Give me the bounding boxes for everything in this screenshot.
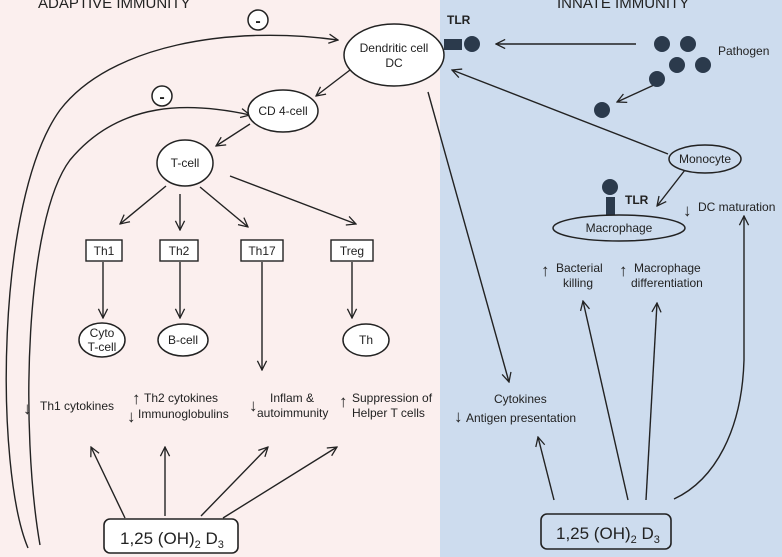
vitd-to-suppression-effect bbox=[222, 447, 337, 519]
dc-maturation-label: DC maturation bbox=[698, 200, 775, 214]
vitd-to-cytokines-innate bbox=[538, 437, 555, 501]
tcell-to-th17-arrow bbox=[199, 186, 248, 227]
vitd-to-inflam-effect bbox=[200, 447, 268, 517]
cyto-tcell-node bbox=[78, 322, 126, 358]
th1-down-arrow: ↓ bbox=[23, 399, 32, 418]
th2-box bbox=[159, 239, 199, 262]
dendritic-label-1: Dendritic cell bbox=[360, 41, 429, 55]
macro-diff-up-arrow: ↑ bbox=[619, 261, 628, 280]
suppression-label-1: Suppression of bbox=[352, 391, 433, 405]
inflam-label-2: autoimmunity bbox=[257, 406, 328, 420]
tcell-label: T-cell bbox=[171, 156, 200, 170]
dc-tlr-receptor bbox=[444, 39, 462, 50]
treg-label: Treg bbox=[340, 244, 364, 258]
macrophage-node bbox=[552, 214, 686, 242]
bcell-node bbox=[157, 323, 209, 357]
th2-cytokines-label: Th2 cytokines bbox=[144, 391, 218, 405]
immunoglobulins-label: Immunoglobulins bbox=[138, 407, 229, 421]
ig-down-arrow: ↓ bbox=[127, 407, 136, 426]
th-label: Th bbox=[359, 333, 373, 347]
tcell-to-th1-arrow bbox=[120, 185, 167, 224]
inhibit-dc: - bbox=[247, 9, 269, 31]
cd4-to-tcell-arrow bbox=[216, 123, 251, 146]
dendritic-cell-node bbox=[343, 23, 445, 87]
tcell-node bbox=[156, 139, 214, 187]
mac-tlr-label: TLR bbox=[625, 193, 649, 207]
dc-maturation-down-arrow: ↓ bbox=[683, 201, 692, 220]
macro-diff-label-2: differentiation bbox=[631, 276, 703, 290]
inflam-label-1: Inflam & bbox=[270, 391, 314, 405]
svg-text:-: - bbox=[255, 13, 260, 30]
svg-text:-: - bbox=[159, 89, 164, 106]
macrophage-label: Macrophage bbox=[586, 221, 653, 235]
vitd-to-bacterial-killing bbox=[583, 301, 629, 501]
th17-box bbox=[240, 239, 284, 262]
vitd-label-innate: 1,25 (OH)2 D3 bbox=[556, 524, 660, 546]
th-node bbox=[342, 323, 390, 357]
pathogen-label: Pathogen bbox=[718, 44, 769, 58]
monocyte-node bbox=[668, 144, 742, 174]
th1-label: Th1 bbox=[94, 244, 115, 258]
dendritic-label-2: DC bbox=[385, 56, 403, 70]
dc-tlr-pathogen-dot bbox=[464, 36, 480, 52]
th2-up-arrow: ↑ bbox=[132, 389, 141, 408]
vitd-label-adaptive: 1,25 (OH)2 D3 bbox=[120, 529, 224, 551]
bcell-label: B-cell bbox=[168, 333, 198, 347]
bacterial-label-1: Bacterial bbox=[556, 261, 603, 275]
dc-tlr-label: TLR bbox=[447, 13, 471, 27]
suppression-up-arrow: ↑ bbox=[339, 392, 348, 411]
tcell-to-treg-arrow bbox=[229, 175, 356, 224]
bacterial-up-arrow: ↑ bbox=[541, 261, 550, 280]
mac-tlr-pathogen-dot bbox=[602, 179, 618, 195]
treg-box bbox=[330, 239, 374, 262]
vitd-box-innate bbox=[540, 513, 672, 550]
th17-label: Th17 bbox=[248, 244, 276, 258]
cd4-label: CD 4-cell bbox=[258, 104, 307, 118]
monocyte-label: Monocyte bbox=[679, 152, 731, 166]
monocyte-to-dc-arrow bbox=[452, 70, 669, 155]
cytokines-down-arrow: ↓ bbox=[454, 407, 463, 426]
adaptive-panel bbox=[0, 0, 440, 557]
cyto-label-2: T-cell bbox=[88, 340, 117, 354]
dc-to-cytokines-arrow bbox=[427, 91, 509, 382]
cyto-label-1: Cyto bbox=[90, 326, 115, 340]
connectors bbox=[5, 35, 744, 549]
vitd-to-macro-diff bbox=[645, 303, 657, 501]
inhibit-cd4: - bbox=[151, 85, 173, 107]
th2-label: Th2 bbox=[169, 244, 190, 258]
cytokines-label: Cytokines bbox=[494, 392, 547, 406]
vitd-to-cd4-curve bbox=[28, 106, 250, 546]
pathogen-descend-arrow bbox=[617, 84, 655, 102]
suppression-label-2: Helper T cells bbox=[352, 406, 425, 420]
vitd-box-adaptive bbox=[103, 518, 239, 554]
macro-diff-label-1: Macrophage bbox=[634, 261, 701, 275]
vitd-to-th1-effect bbox=[91, 447, 126, 519]
innate-panel bbox=[440, 0, 782, 557]
th1-box bbox=[85, 239, 123, 262]
vitd-to-dc-maturation bbox=[673, 216, 744, 500]
mac-tlr-receptor bbox=[606, 197, 615, 215]
cd4-cell-node bbox=[247, 89, 319, 133]
innate-title: INNATE IMMUNITY bbox=[557, 0, 689, 12]
monocyte-to-macrophage-arrow bbox=[657, 169, 686, 206]
dc-to-cd4-arrow bbox=[316, 69, 351, 96]
antigen-label: Antigen presentation bbox=[466, 411, 576, 425]
vitd-to-dc-curve bbox=[5, 35, 338, 549]
adaptive-title: ADAPTIVE IMMUNITY bbox=[38, 0, 191, 12]
inflam-down-arrow: ↓ bbox=[249, 396, 258, 415]
th1-cytokines-label: Th1 cytokines bbox=[40, 399, 114, 413]
pathogen-cluster bbox=[594, 36, 711, 118]
bacterial-label-2: killing bbox=[563, 276, 593, 290]
